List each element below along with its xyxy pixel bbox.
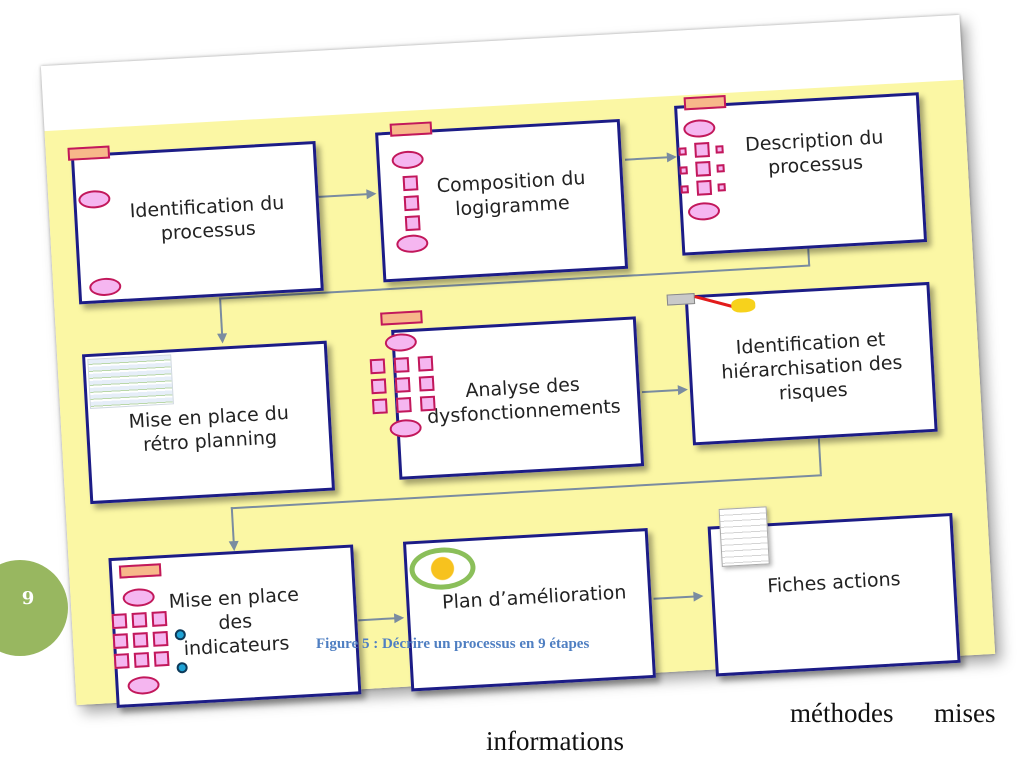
square-shape [131,612,148,628]
connector-7-8 [358,617,399,622]
action-sheet-icon [718,506,770,567]
figure-photo: Identification du processus Composition … [40,14,996,708]
square-shape [394,377,411,393]
connector-5-6 [641,388,682,394]
tab-shape [389,121,433,137]
small-square [716,164,725,173]
connector-row2-row3 [230,507,235,546]
connector-2-3 [624,156,671,161]
small-square [679,166,688,175]
square-shape [393,357,410,373]
square-shape [695,160,712,177]
square-shape [694,141,710,158]
step-box-3: Description du processus [674,92,928,256]
page-number: 9 [21,588,35,609]
square-shape [395,397,412,413]
tab-shape [118,563,162,579]
small-square [680,185,689,194]
square-shape [151,611,168,627]
square-shape [402,175,419,192]
step-label-6: Identification et hiérarchisation des ri… [720,328,903,405]
step-box-6: Identification et hiérarchisation des ri… [684,281,938,446]
arrow-head [366,188,377,200]
small-square [715,145,724,154]
arrow-head [228,540,240,552]
body-text-left: informations [486,726,624,756]
arrow-head [693,591,704,602]
connector-1-2 [318,192,371,198]
square-shape [111,613,128,630]
step-label-3: Description du processus [744,126,884,179]
step-label-2: Composition du logigramme [436,166,586,221]
step-label-5: Analyse des dysfonctionnements [426,373,622,429]
tab-shape [380,310,423,326]
square-shape [152,630,169,647]
tab-shape [67,145,111,161]
square-shape [371,398,388,415]
square-shape [418,375,435,392]
square-shape [132,632,149,648]
square-shape [133,652,150,668]
step-label-9: Fiches actions [766,568,902,598]
small-square [678,147,687,156]
warning-burst-icon [730,297,756,313]
arrow-head [393,612,405,624]
risk-graphic [666,293,696,306]
square-shape [696,179,713,196]
planning-thumbnail [87,354,174,409]
square-shape [153,650,170,667]
square-shape [369,358,386,375]
tab-shape [683,95,727,111]
square-shape [370,378,387,395]
figure-caption: Figure 5 : Décrire un processus en 9 éta… [316,636,590,652]
arrow-head [666,151,678,163]
square-shape [404,215,421,232]
square-shape [419,395,436,412]
arrow-head [677,384,689,396]
arrow-head [217,333,228,344]
square-shape [113,653,130,669]
small-square [717,183,726,192]
step-label-1: Identification du processus [129,191,285,245]
slide-background: Identification du processus Composition … [44,79,996,708]
connector-row1-row2 [219,297,224,338]
square-shape [403,195,420,212]
connector-8-9 [653,595,698,600]
step-label-4: Mise en place du rétro planning [128,401,290,457]
square-shape [112,633,129,650]
square-shape [417,355,434,372]
body-text-right: méthodes mises [790,698,996,728]
step-label-7: Mise en place des indicateurs [168,583,300,661]
